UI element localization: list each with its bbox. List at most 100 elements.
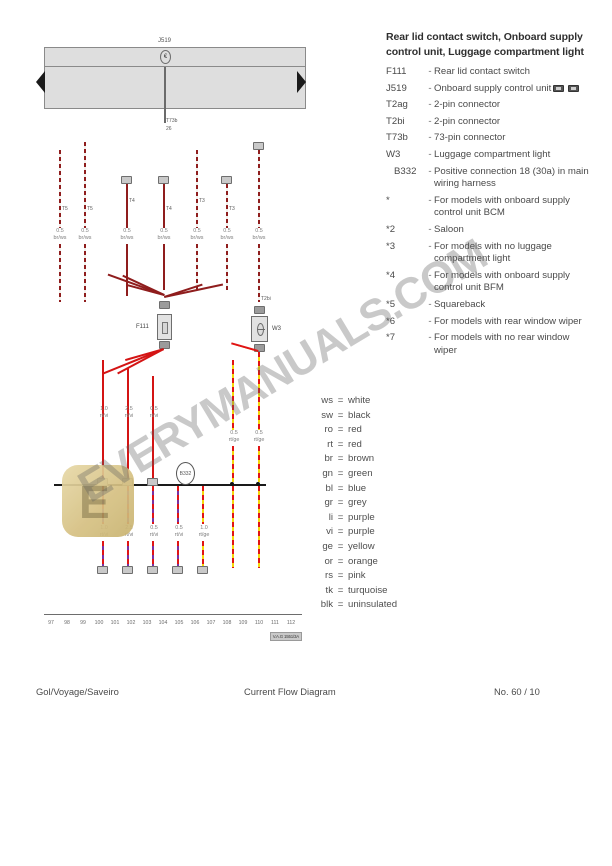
wire-brws-2 — [84, 142, 86, 228]
wire-cu-to-t73b — [164, 67, 166, 123]
document-id-stamp: V.A.G 1551/3A — [269, 632, 302, 641]
legend-item-w3: W3 - Luggage compartment light — [386, 149, 594, 162]
control-unit-symbol: € — [160, 50, 171, 64]
colour-name-ge: yellow — [348, 540, 375, 552]
footer-number: No. 60 / 10 — [494, 686, 540, 697]
wire-size-b3: 0.5 — [150, 525, 158, 531]
connector-chip-a — [121, 176, 132, 184]
wire-size-l2: 2.5 — [125, 406, 133, 412]
wire-color-b5: rt/ge — [198, 532, 210, 538]
wire-end-3 — [152, 541, 154, 567]
legend-panel: Rear lid contact switch, Onboard supply … — [386, 30, 594, 361]
colour-abbr-li: li — [328, 511, 333, 523]
track-tick-112: 112 — [286, 620, 296, 626]
wire-rt-2 — [127, 368, 129, 482]
wire-color-b3: rt/vi — [149, 532, 159, 538]
wire-br-4b — [163, 244, 165, 290]
legend-item-star6: *6 - For models with rear window wiper — [386, 316, 594, 329]
legend-desc-star7: For models with no rear window wiper — [434, 332, 570, 356]
colour-abbr-or: or — [324, 555, 333, 567]
wire-brws-5 — [196, 150, 198, 228]
wire-spec-b1: 1.0 rt/vi — [94, 525, 114, 539]
f111-bottom-pin — [159, 341, 170, 349]
wiring-diagram: J519 € T73b 26 T5 T5 T4 T4 T3 T3 — [36, 38, 326, 638]
lamp-w3-bulb — [257, 323, 265, 336]
colour-eq-2: = — [337, 424, 344, 436]
wire-out-2 — [127, 486, 129, 524]
pin-label-t2bi: T2bi — [261, 296, 271, 302]
colour-name-bl: blue — [348, 482, 367, 494]
footer-vehicle: Gol/Voyage/Saveiro — [36, 686, 119, 697]
legend-desc-b332: Positive connection 18 (30a) in main wir… — [434, 165, 589, 190]
wire-size-l1: 1.0 — [100, 406, 108, 412]
colour-key-row-ws: ws = white — [309, 394, 397, 409]
track-tick-108: 108 — [222, 620, 232, 626]
colour-abbr-sw: sw — [321, 409, 333, 421]
wire-size-b2: 2.5 — [125, 525, 133, 531]
colour-key-row-li: li = purple — [309, 511, 397, 526]
component-label-w3: W3 — [272, 326, 281, 332]
wire-br-4 — [163, 184, 165, 228]
wire-end-1 — [102, 541, 104, 567]
track-tick-104: 104 — [158, 620, 168, 626]
wire-end-5 — [202, 541, 204, 567]
track-tick-105: 105 — [174, 620, 184, 626]
colour-name-br: brown — [348, 453, 375, 465]
legend-desc-t73b: 73-pin connector — [434, 132, 506, 144]
wire-spec-1: 0.5 br/ws — [50, 228, 70, 242]
colour-eq-0: = — [337, 395, 344, 406]
wire-color-m1: rt/ge — [228, 437, 240, 443]
legend-dash-2: - — [428, 99, 432, 111]
wire-color-2: br/ws — [78, 235, 92, 241]
track-tick-100: 100 — [94, 620, 104, 626]
wire-rtge-right2 — [258, 446, 260, 482]
colour-abbr-ro: ro — [324, 424, 333, 436]
component-label-f111: F111 — [136, 324, 149, 330]
colour-abbr-rs: rs — [325, 570, 333, 582]
bottom-connector-1 — [97, 566, 108, 574]
colour-name-ro: red — [348, 424, 362, 436]
legend-dash-1: - — [428, 82, 432, 94]
footer-title: Current Flow Diagram — [244, 686, 336, 697]
legend-key-star5: *5 — [386, 298, 396, 310]
pin-num-6: T3 — [229, 206, 235, 212]
track-tick-111: 111 — [271, 620, 279, 626]
colour-key-row-bl: bl = blue — [309, 482, 397, 497]
wire-spec-l2: 2.5 rt/vi — [119, 406, 139, 420]
legend-dash-12: - — [428, 315, 432, 327]
wire-brws-6 — [226, 184, 228, 228]
control-unit-box — [44, 47, 306, 109]
legend-key-j519: J519 — [386, 82, 407, 94]
wire-size-w3: 0.5 — [255, 228, 263, 234]
colour-eq-1: = — [337, 409, 344, 421]
colour-name-li: purple — [348, 511, 375, 523]
wire-size-3: 0.5 — [123, 228, 131, 234]
legend-item-star4: *4 - For models with onboard supply cont… — [386, 270, 594, 295]
legend-desc-star6: For models with rear window wiper — [434, 315, 582, 327]
b332-node-circle: B332 — [176, 462, 195, 485]
colour-eq-5: = — [337, 467, 344, 479]
colour-abbr-br: br — [324, 453, 333, 465]
colour-key-row-or: or = orange — [309, 555, 397, 570]
bottom-connector-3 — [147, 566, 158, 574]
legend-key-f111: F111 — [386, 66, 407, 77]
wire-size-4: 0.5 — [160, 228, 168, 234]
legend-dash-5: - — [428, 148, 432, 160]
colour-eq-3: = — [337, 438, 344, 450]
colour-name-rs: pink — [348, 570, 366, 582]
colour-key-row-sw: sw = black — [309, 409, 397, 424]
connector-chip-c — [221, 176, 232, 184]
colour-abbr-gn: gn — [322, 467, 333, 479]
colour-key-row-gr: gr = grey — [309, 496, 397, 511]
colour-eq-7: = — [337, 497, 344, 509]
wire-color-b2: rt/vi — [124, 532, 134, 538]
legend-item-star3: *3 - For models with no luggage compartm… — [386, 241, 594, 266]
wire-color-4: br/ws — [157, 235, 171, 241]
wire-spec-b3: 0.5 rt/vi — [144, 525, 164, 539]
wire-rt-1 — [102, 360, 104, 482]
legend-key-star7: *7 — [386, 332, 396, 344]
legend-desc-t2ag: 2-pin connector — [434, 99, 501, 111]
pin-num-5: T3 — [199, 198, 205, 204]
wire-rtge-right — [258, 352, 260, 430]
